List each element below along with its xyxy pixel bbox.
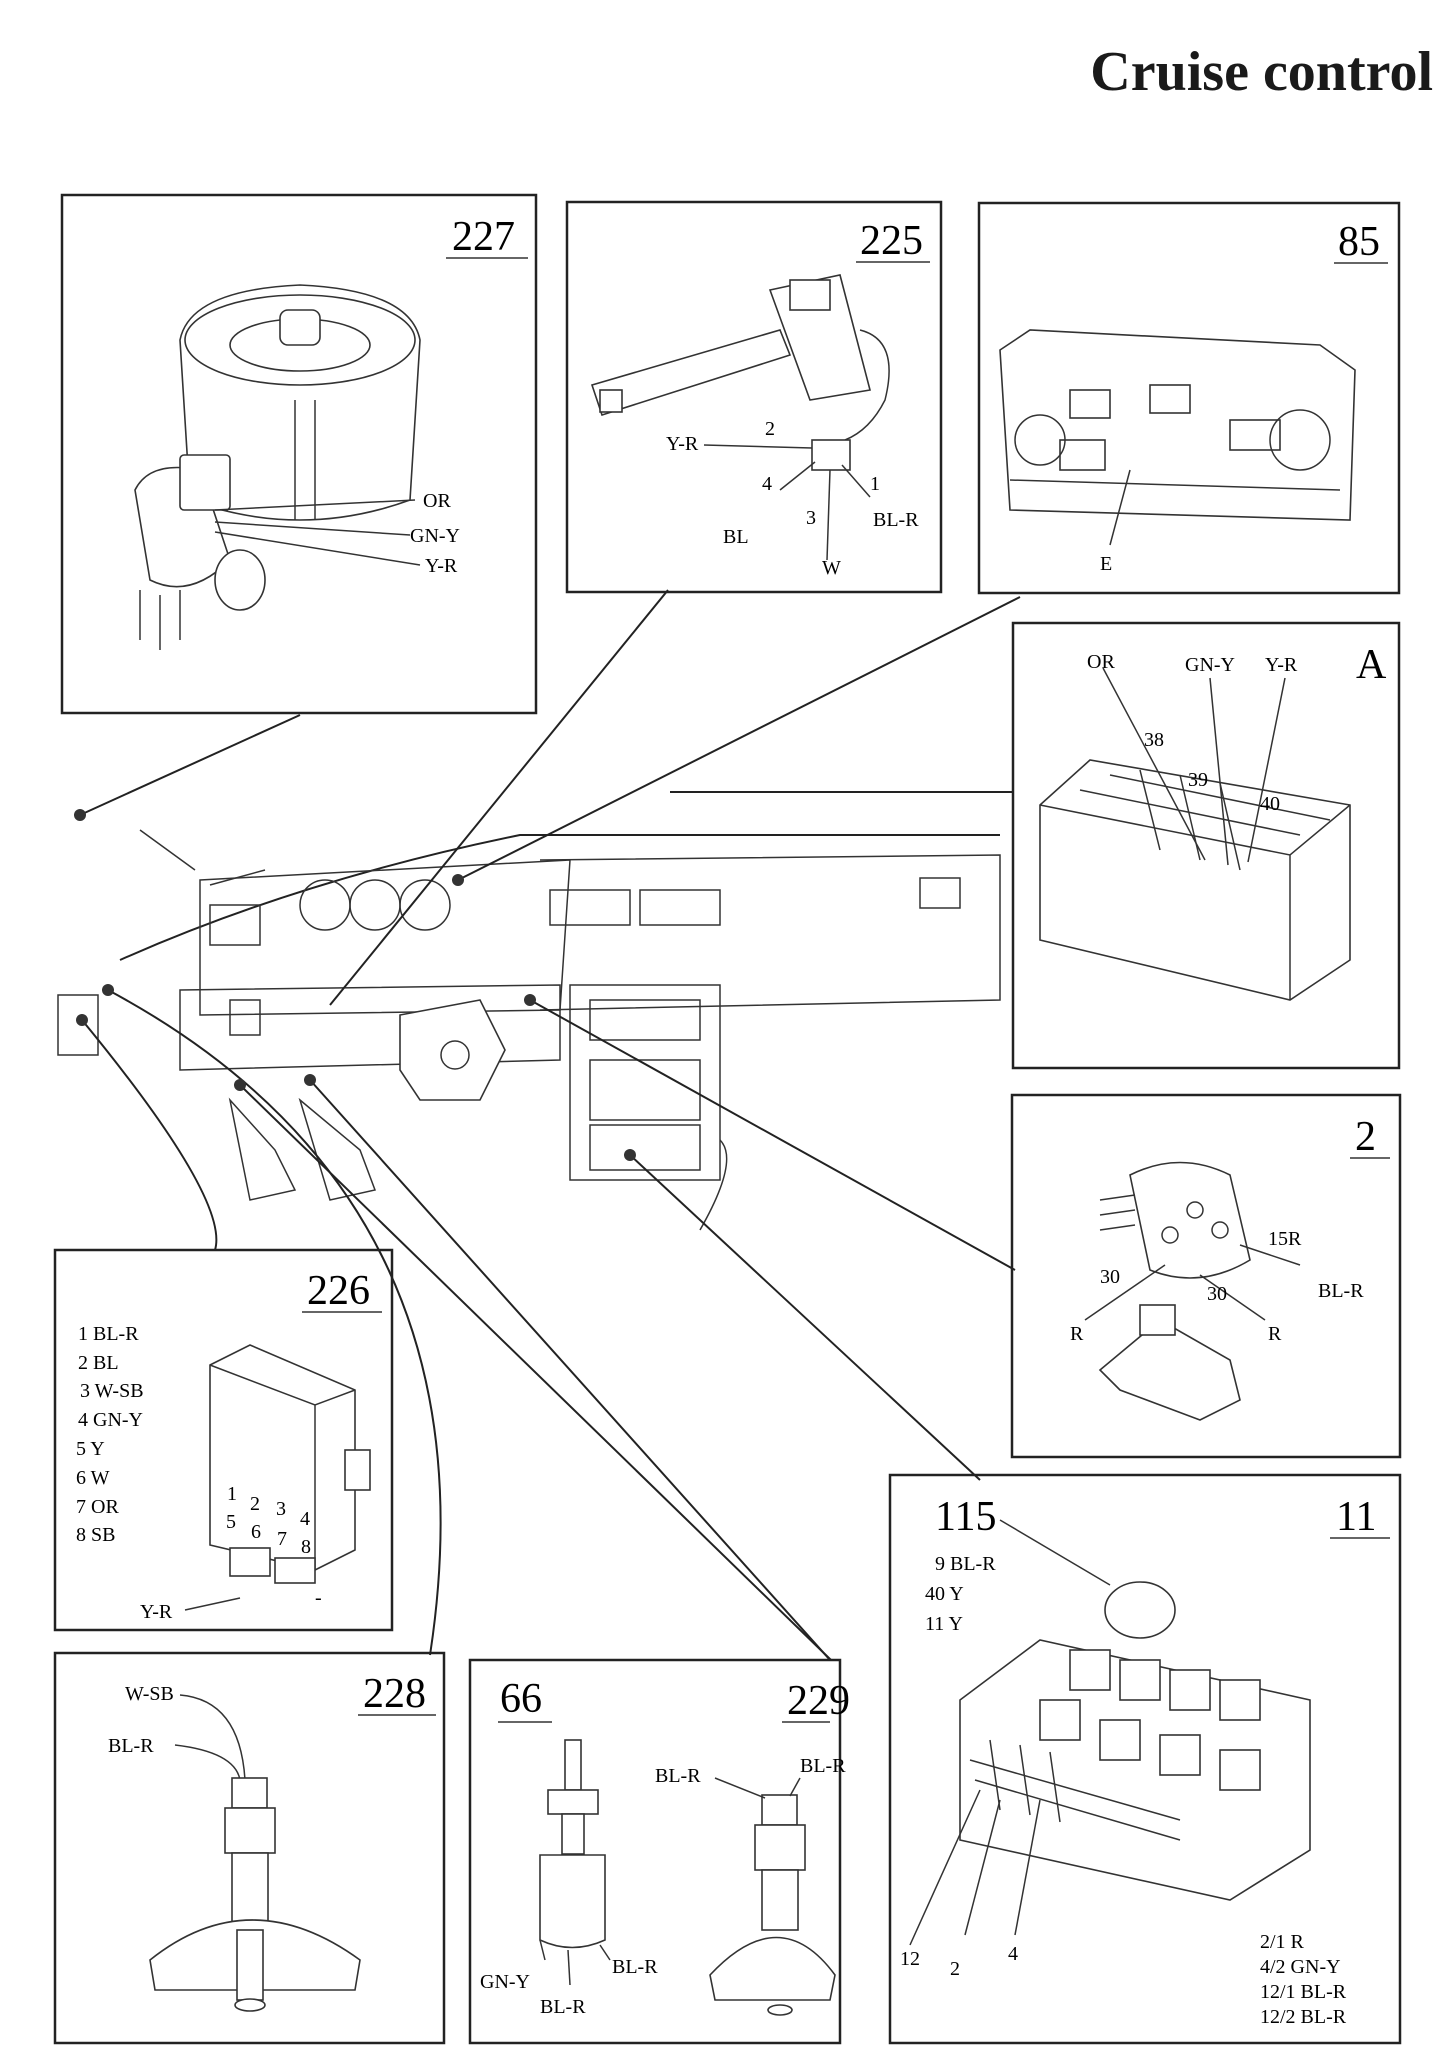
pin-label: 38 [1144, 729, 1164, 751]
wire-label: BL-R [108, 1735, 154, 1757]
pin-label: 1 [870, 473, 880, 495]
stalk-switch-illustration [590, 274, 890, 471]
pin-label: 40 [1260, 793, 1280, 815]
panel-85: 85 E [977, 201, 1401, 595]
wire-label: GN-Y [410, 525, 460, 547]
wire-label: BL-R [540, 1996, 586, 2018]
pin-label: 4 [762, 473, 772, 495]
wire-label: Y-R [425, 555, 458, 577]
wire-label: GN-Y [480, 1971, 530, 1993]
terminal-label: R [1268, 1323, 1282, 1345]
panel-229: 66 229 GN-Y BL-R BL-R BL-R BL-R [468, 1658, 850, 2045]
legend-item: 40 Y [925, 1583, 964, 1605]
panel-229-number: 229 [787, 1678, 850, 1724]
wire-label: OR [423, 490, 451, 512]
switch-number: 66 [500, 1676, 542, 1722]
instrument-cluster-illustration [999, 329, 1356, 521]
pin-label: 3 [806, 507, 816, 529]
panel-228-number: 228 [363, 1671, 426, 1717]
brake-switch-illustration [149, 1777, 361, 2012]
legend-item: 11 Y [925, 1613, 963, 1635]
wire-label: BL-R [612, 1956, 658, 1978]
panel-226: 226 1 BL-R 2 BL 3 W-SB 4 GN-Y 5 Y 6 W 7 … [53, 1248, 394, 1632]
control-module-illustration [209, 1344, 371, 1584]
pin-number: 4 [300, 1508, 310, 1530]
callout-label: 12 [900, 1948, 920, 1970]
panel-227: 227 OR GN-Y Y-R [60, 193, 538, 715]
relay-number: 115 [935, 1494, 996, 1540]
panel-85-number: 85 [1338, 219, 1380, 265]
wire-label: Y-R [1265, 654, 1298, 676]
legend-item: 7 OR [76, 1496, 119, 1518]
legend-item: 3 W-SB [80, 1380, 144, 1402]
wire-label: Y-R [666, 433, 699, 455]
legend-item: 6 W [76, 1467, 110, 1489]
panel-11: 11 115 9 BL-R 40 Y 11 Y 12 2 4 2/1 R 4/2… [888, 1473, 1402, 2045]
panel-A: A OR GN-Y Y-R 38 39 40 [1011, 621, 1401, 1070]
pin-number: 6 [251, 1521, 261, 1543]
pin-label: 2 [765, 418, 775, 440]
central-electrical-unit-illustration [959, 1581, 1311, 1901]
pin-number: 5 [226, 1511, 236, 1533]
pin-number: 1 [227, 1483, 237, 1505]
cruise-brake-switch-illustration [709, 1794, 836, 2016]
panel-227-number: 227 [452, 214, 515, 260]
pin-label: 39 [1188, 769, 1208, 791]
terminal-label: 15R [1268, 1228, 1302, 1250]
pin-number: 3 [276, 1498, 286, 1520]
leader-lines [74, 589, 1021, 1661]
pin-number: 7 [277, 1528, 287, 1550]
terminal-label: 30 [1207, 1283, 1227, 1305]
page-title: Cruise control [1090, 41, 1433, 103]
dashboard-overview-illustration [57, 829, 1001, 1231]
legend-item: 1 BL-R [78, 1323, 139, 1345]
wire-label: W-SB [125, 1683, 174, 1705]
wire-label: GN-Y [1185, 654, 1235, 676]
callout-label: 2 [950, 1958, 960, 1980]
terminal-label: 30 [1100, 1266, 1120, 1288]
connector-label: E [1100, 553, 1112, 575]
panel-225-number: 225 [860, 218, 923, 264]
callout-label: 4 [1008, 1943, 1018, 1965]
terminal-label: R [1070, 1323, 1084, 1345]
wire-label: OR [1087, 651, 1115, 673]
pin-number: 8 [301, 1536, 311, 1558]
terminal-label: BL-R [1318, 1280, 1364, 1302]
wire-label: W [822, 557, 841, 579]
fuse-block-illustration [1039, 759, 1351, 1001]
legend-item: 8 SB [76, 1524, 115, 1546]
legend-item: 2 BL [78, 1352, 119, 1374]
legend-item: 5 Y [76, 1438, 105, 1460]
steering-column-illustration [134, 284, 421, 650]
minus-label: - [315, 1587, 322, 1609]
legend-item: 4/2 GN-Y [1260, 1956, 1341, 1978]
wire-label: BL-R [655, 1765, 701, 1787]
panel-A-letter: A [1356, 642, 1387, 688]
panel-2-number: 2 [1355, 1114, 1376, 1160]
pin-number: 2 [250, 1493, 260, 1515]
legend-item: 4 GN-Y [78, 1409, 143, 1431]
legend-item: 2/1 R [1260, 1931, 1305, 1953]
panel-225: 225 Y-R 2 4 BL 3 W 1 BL-R [565, 200, 943, 594]
wire-label: BL-R [800, 1755, 846, 1777]
panel-226-number: 226 [307, 1268, 370, 1314]
wire-label: BL [723, 526, 749, 548]
wire-label: BL-R [873, 509, 919, 531]
panel-2: 2 15R 30 30 R R BL-R [1010, 1093, 1402, 1459]
legend-item: 12/1 BL-R [1260, 1981, 1347, 2003]
panel-11-number: 11 [1336, 1494, 1376, 1540]
legend-item: 9 BL-R [935, 1553, 996, 1575]
legend-item: 12/2 BL-R [1260, 2006, 1347, 2028]
clutch-switch-illustration [539, 1739, 606, 1949]
panel-228: 228 W-SB BL-R [53, 1651, 446, 2045]
wire-label: Y-R [140, 1601, 173, 1623]
ignition-switch-illustration [1098, 1161, 1251, 1421]
